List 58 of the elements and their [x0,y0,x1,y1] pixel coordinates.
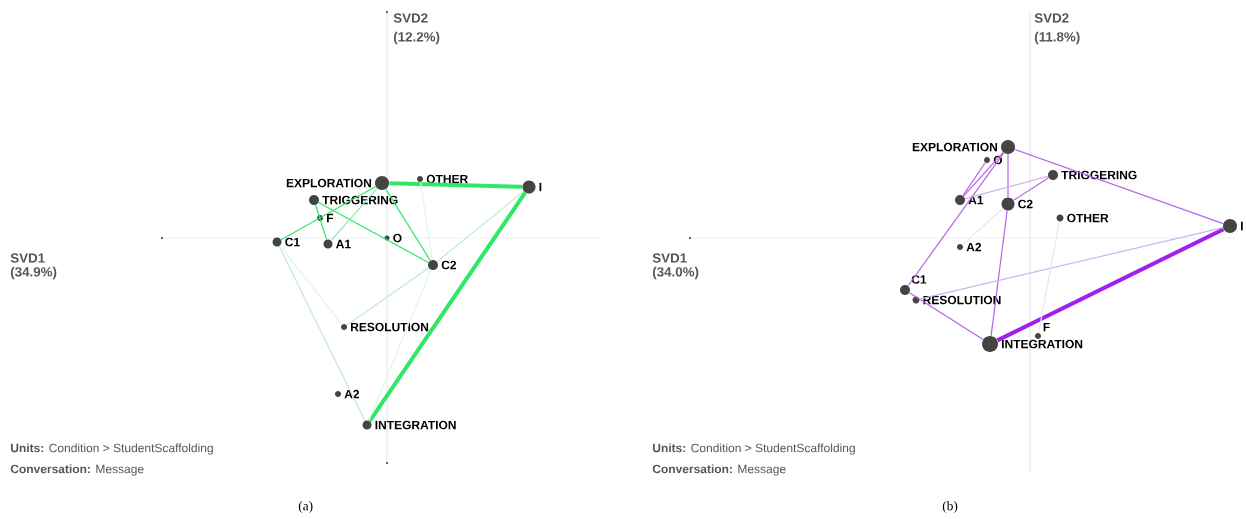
plot-note: Conversation: Message [652,464,786,476]
node-label: F [327,213,334,223]
network-edge [1007,153,1009,198]
network-edge [962,151,1004,197]
network-edge [436,190,525,263]
axis-label: (34.0%) [652,266,699,280]
node-label: C1 [911,275,927,284]
plot-note: Conversation: Message [10,464,144,476]
node-label: EXPLORATION [912,142,998,152]
node-label: A2 [966,242,982,252]
panel-caption: (b) [942,500,958,514]
plot-note: Units: Condition > StudentScaffolding [11,443,213,455]
network-edge [1013,177,1050,201]
network-edge [908,292,984,341]
axis-label: SVD2 [393,13,428,23]
node-label: C2 [1018,199,1033,209]
node-label: I [1241,221,1243,231]
network-edge [389,181,523,189]
network-edge [318,201,429,264]
network-edge [419,181,433,261]
network-edge [368,269,432,422]
network-edge [907,152,1005,287]
node-label: I [539,182,542,192]
network-edge [964,175,1049,200]
network-edge [1014,148,1224,225]
axis-label: (12.2%) [393,31,440,45]
node-label: A1 [336,239,351,249]
network-edge [961,207,1004,246]
node-label: C1 [285,237,300,247]
network-edge [1038,221,1060,334]
node-label: F [1043,322,1050,332]
network-edge [996,227,1225,343]
node-label: A1 [968,195,984,205]
network-edge [279,245,343,326]
network-edge [962,162,986,197]
panel-caption: (a) [298,500,313,514]
axis-label: (34.9%) [10,266,57,280]
node-label: OTHER [426,174,468,184]
node-label: O [393,233,402,243]
node-label: O [993,155,1003,165]
network-edge [278,245,366,422]
node-label: C2 [441,260,457,270]
network-edge [280,185,377,241]
network-edge [368,191,527,423]
node-label: INTEGRATION [1002,339,1083,349]
network-edge [385,188,431,262]
network-edge [919,227,1224,300]
axis-label: SVD1 [652,253,687,263]
node-label: EXPLORATION [286,178,372,188]
axis-label: SVD1 [10,253,45,263]
node-label: A2 [344,389,360,399]
network-edge [346,267,430,326]
plot-note: Units: Condition > StudentScaffolding [653,443,855,455]
axis-label: (11.8%) [1034,31,1080,45]
network-edge [990,210,1008,337]
node-label: OTHER [1067,213,1109,223]
network-edge [315,204,328,241]
axis-label: SVD2 [1034,13,1069,23]
